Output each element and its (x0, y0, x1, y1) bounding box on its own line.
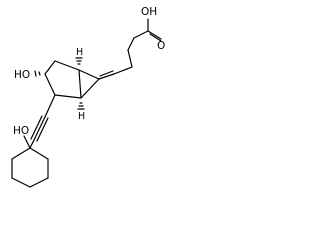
acid-o-label: O (157, 40, 165, 52)
acid-oh-label: OH (141, 6, 157, 18)
ring-ho-label: HO (14, 69, 30, 81)
bond-triple-b (30, 115, 43, 140)
bond-carbinol-oh (23, 135, 31, 149)
structure-diagram: OH O HO H H HO (0, 0, 172, 189)
bond-cy-3 (29, 177, 49, 188)
molecule-drawing: OH O HO H H HO (11, 6, 165, 188)
bond-cy-4 (11, 177, 31, 188)
bond-ring-1 (78, 69, 100, 80)
bond-c1-o-double-a (147, 30, 162, 40)
bond-c5-ring-double-a (98, 73, 115, 80)
bond-cy-1 (29, 147, 49, 160)
hash-ho-1 (38, 71, 41, 76)
bond-alkyne-to-carbinol (29, 139, 35, 149)
bond-triple-a (33, 116, 46, 141)
bicyclic-core-bonds (44, 60, 100, 99)
bond-cy-6 (11, 147, 31, 160)
bond-c3-c4 (127, 49, 133, 68)
bond-ring-2 (80, 78, 100, 99)
bond-c1-o-double-b (149, 33, 162, 42)
stereo-wedges (34, 57, 85, 110)
bond-c4-c5 (113, 66, 133, 75)
bond-ring-5 (44, 73, 56, 96)
hash-ho-2 (34, 70, 37, 77)
side-chain-bonds (98, 18, 162, 80)
stereo-h-bottom-label: H (78, 111, 85, 122)
bond-c1-c2 (133, 30, 149, 39)
bond-triple-c (36, 117, 49, 142)
bond-ring-6 (54, 94, 82, 99)
bond-c5-ring-double-b (99, 70, 114, 77)
bond-c2-c3 (127, 37, 135, 51)
propargyl-ho-label: HO (13, 125, 29, 137)
alkyne-bonds (23, 94, 56, 149)
bond-ring-3 (54, 60, 80, 71)
stereo-h-top-label: H (76, 47, 83, 58)
bond-ring-4 (44, 60, 56, 75)
bond-ring-fusion (78, 69, 82, 99)
cyclohexane-bonds (11, 147, 49, 188)
bond-ring-to-alkyne (44, 94, 56, 118)
